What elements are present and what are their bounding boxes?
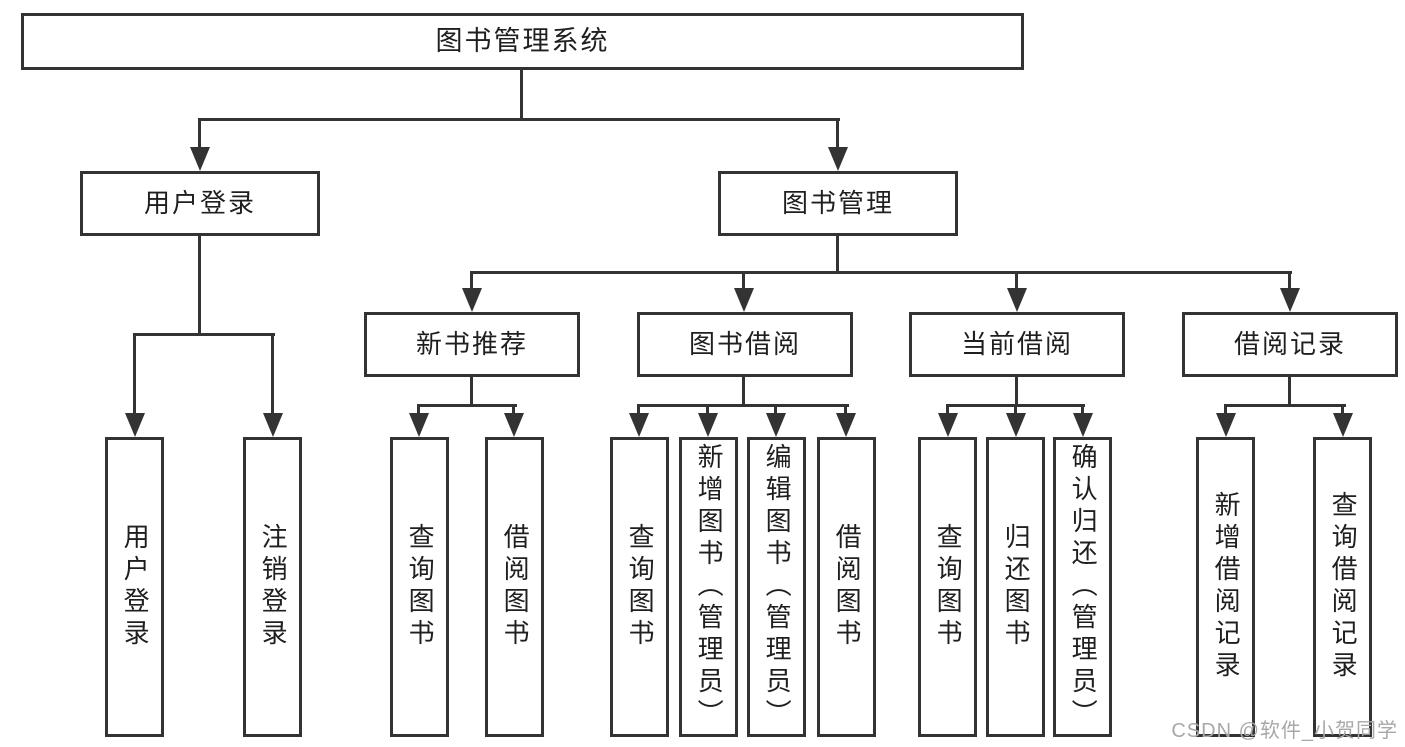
leaf-confirm-return-admin: 确认归还（管理员）	[1053, 437, 1112, 737]
connector-drop-bor-query	[637, 404, 640, 417]
node-current-borrowing: 当前借阅	[909, 312, 1125, 377]
node-user-login-branch: 用户登录	[80, 171, 320, 236]
connector-drop-leaf-logout	[271, 333, 274, 417]
leaf-add-borrow-record: 新增借阅记录	[1196, 437, 1255, 737]
leaf-borrowing-query-books: 查询图书	[610, 437, 669, 737]
leaf-return-books: 归还图书	[986, 437, 1045, 737]
arrowhead-recommend	[462, 288, 482, 312]
connector-drop-recommend	[470, 271, 473, 291]
connector-user-login-stem	[198, 233, 201, 336]
arrowhead-current	[1007, 288, 1027, 312]
arrowhead-bor-edit	[766, 413, 786, 437]
arrowhead-user-login	[190, 147, 210, 171]
connector-user-login-branch	[133, 333, 275, 336]
connector-drop-cur-return	[1014, 404, 1017, 417]
node-book-management: 图书管理	[718, 171, 958, 236]
arrowhead-bor-query	[629, 413, 649, 437]
leaf-current-query-books: 查询图书	[918, 437, 977, 737]
node-library-management-system: 图书管理系统	[21, 13, 1024, 70]
connector-records-stem	[1288, 374, 1291, 407]
connector-root-branch	[198, 118, 840, 121]
arrowhead-rec-query	[409, 413, 429, 437]
leaf-borrow-books: 借阅图书	[817, 437, 876, 737]
connector-drop-recd-add	[1224, 404, 1227, 417]
leaf-logout: 注销登录	[243, 437, 302, 737]
connector-drop-rec-borrow	[512, 404, 515, 417]
arrowhead-leaf-login	[125, 413, 145, 437]
connector-drop-bor-add	[706, 404, 709, 417]
connector-root-stem	[520, 66, 523, 121]
connector-drop-recd-query	[1341, 404, 1344, 417]
connector-drop-user-login	[198, 118, 201, 150]
leaf-edit-book-admin: 编辑图书（管理员）	[747, 437, 806, 737]
connector-drop-cur-confirm	[1081, 404, 1084, 417]
arrowhead-rec-borrow	[504, 413, 524, 437]
node-new-book-recommendation: 新书推荐	[364, 312, 580, 377]
arrowhead-records	[1280, 288, 1300, 312]
arrowhead-borrowing	[734, 288, 754, 312]
connector-drop-bor-borrow	[844, 404, 847, 417]
leaf-recommend-query-books: 查询图书	[390, 437, 449, 737]
connector-book-management-stem	[836, 233, 839, 274]
connector-records-branch	[1224, 404, 1346, 407]
arrowhead-recd-add	[1216, 413, 1236, 437]
connector-recommend-branch	[417, 404, 517, 407]
connector-drop-rec-query	[417, 404, 420, 417]
arrowhead-recd-query	[1333, 413, 1353, 437]
connector-drop-current	[1015, 271, 1018, 291]
leaf-user-login: 用户登录	[105, 437, 164, 737]
connector-drop-borrowing	[742, 271, 745, 291]
leaf-add-book-admin: 新增图书（管理员）	[679, 437, 738, 737]
node-book-borrowing: 图书借阅	[637, 312, 853, 377]
node-borrowing-records: 借阅记录	[1182, 312, 1398, 377]
leaf-recommend-borrow-books: 借阅图书	[485, 437, 544, 737]
connector-current-stem	[1015, 374, 1018, 407]
arrowhead-book-management	[828, 147, 848, 171]
arrowhead-bor-add	[698, 413, 718, 437]
arrowhead-cur-return	[1006, 413, 1026, 437]
connector-drop-cur-query	[946, 404, 949, 417]
connector-drop-records	[1288, 271, 1291, 291]
connector-borrowing-branch	[637, 404, 849, 407]
arrowhead-cur-confirm	[1073, 413, 1093, 437]
connector-borrowing-stem	[742, 374, 745, 407]
connector-book-management-branch	[470, 271, 1292, 274]
connector-drop-leaf-login	[133, 333, 136, 417]
arrowhead-cur-query	[938, 413, 958, 437]
watermark: CSDN @软件_小贺同学	[1171, 720, 1398, 742]
connector-recommend-stem	[470, 374, 473, 407]
leaf-query-borrow-record: 查询借阅记录	[1313, 437, 1372, 737]
connector-drop-bor-edit	[774, 404, 777, 417]
arrowhead-leaf-logout	[263, 413, 283, 437]
arrowhead-bor-borrow	[836, 413, 856, 437]
connector-drop-book-management	[836, 118, 839, 150]
